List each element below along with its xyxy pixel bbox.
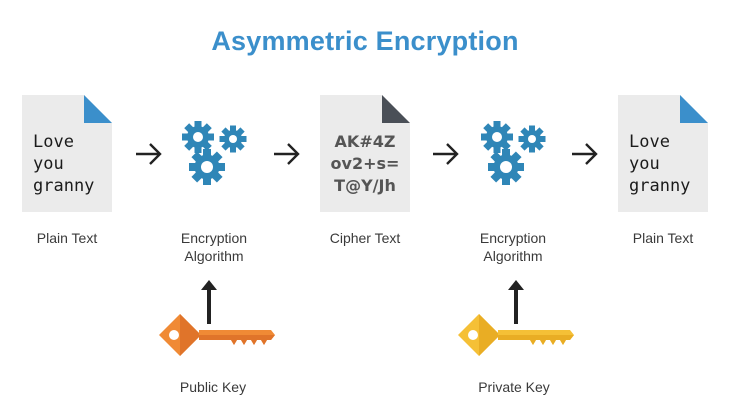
label-plain-text-left: Plain Text	[36, 230, 98, 246]
gears-icon	[481, 121, 546, 185]
label-plain-text-right: Plain Text	[632, 230, 694, 246]
arrow-up-icon	[201, 280, 217, 324]
cipher-text-content: AK#4Z ov2+s= T@Y/Jh	[330, 132, 400, 195]
document-icon	[22, 95, 112, 212]
document-icon	[320, 95, 410, 212]
key-icon	[458, 314, 574, 356]
arrow-right-icon	[572, 143, 598, 165]
label-public-key: Public Key	[179, 379, 247, 395]
plain-text-content-right: Love you granny	[629, 132, 691, 196]
label-encryption-algorithm-2: Encryption Algorithm	[479, 230, 547, 264]
arrow-right-icon	[433, 143, 459, 165]
gears-icon	[182, 121, 247, 185]
document-icon	[618, 95, 708, 212]
label-cipher-text: Cipher Text	[329, 230, 401, 246]
label-private-key: Private Key	[478, 379, 550, 395]
arrow-up-icon	[508, 280, 524, 324]
key-icon	[159, 314, 275, 356]
arrow-right-icon	[274, 143, 300, 165]
arrow-right-icon	[136, 143, 162, 165]
plain-text-document-right: Love you granny	[618, 95, 708, 212]
label-encryption-algorithm-1: Encryption Algorithm	[180, 230, 248, 264]
plain-text-content: Love you granny	[33, 132, 95, 196]
cipher-text-document: AK#4Z ov2+s= T@Y/Jh	[320, 95, 410, 212]
diagram-title: Asymmetric Encryption	[211, 26, 519, 56]
plain-text-document-left: Love you granny	[22, 95, 112, 212]
